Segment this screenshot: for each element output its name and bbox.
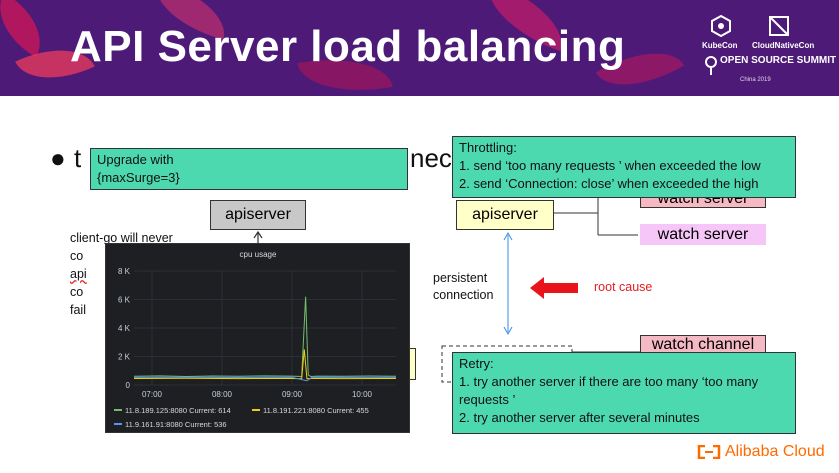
legend-label: 11.8.189.125:8080 Current: 614 xyxy=(125,406,231,415)
china-2019-label: China 2019 xyxy=(740,77,771,83)
x-tick-label: 08:00 xyxy=(212,390,233,399)
upgrade-note-line: {maxSurge=3} xyxy=(97,170,180,185)
alibaba-cloud-logo-icon xyxy=(697,445,721,459)
retry-note: Retry: 1. try another server if there ar… xyxy=(452,352,796,434)
x-tick-label: 10:00 xyxy=(352,390,373,399)
throttling-title: Throttling: xyxy=(459,140,517,155)
bullet-text-fragment: nec xyxy=(410,143,452,173)
throttling-note: Throttling: 1. send ‘too many requests ’… xyxy=(452,136,796,198)
arrow-up-icon xyxy=(253,230,263,244)
x-tick-label: 09:00 xyxy=(282,390,303,399)
y-tick-label: 8 K xyxy=(118,267,131,276)
bullet-text-fragment: t xyxy=(74,143,82,173)
kubecon-label: KubeCon xyxy=(702,41,738,50)
kubecon-logo-icon xyxy=(711,15,731,37)
series-line xyxy=(133,349,397,380)
alibaba-cloud-label: Alibaba Cloud xyxy=(725,443,825,460)
apiserver-right-box: apiserver xyxy=(456,200,554,230)
client-go-text: client-go will never xyxy=(70,231,173,245)
watch-server-box: watch server xyxy=(640,224,766,245)
retry-rule: 2. try another server after several minu… xyxy=(459,410,700,425)
chart-title: cpu usage xyxy=(240,250,277,259)
leaf-decoration xyxy=(0,0,56,58)
legend-label: 11.9.161.91:8080 Current: 536 xyxy=(125,420,227,429)
series-line xyxy=(133,376,397,382)
retry-rule: requests ’ xyxy=(459,392,516,407)
persistent-connection-label: connection xyxy=(433,288,494,302)
y-tick-label: 2 K xyxy=(118,353,131,362)
client-go-text: fail xyxy=(70,303,86,317)
cloudnativecon-logo-icon xyxy=(769,16,789,36)
client-go-text: co xyxy=(70,285,84,299)
cpu-usage-chart: cpu usage 8 K 6 K 4 K 2 K 0 07:00 08:00 09:00 10… xyxy=(105,243,410,433)
client-go-text: api xyxy=(70,267,87,281)
throttling-rule: 1. send ‘too many requests ’ when exceed… xyxy=(459,158,761,173)
left-arrow-icon xyxy=(530,277,578,299)
x-tick-label: 07:00 xyxy=(142,390,163,399)
upgrade-note: Upgrade with {maxSurge=3} xyxy=(90,148,408,190)
oss-label: OPEN SOURCE SUMMIT xyxy=(720,55,837,66)
bullet-marker: ● xyxy=(50,143,66,173)
series-line xyxy=(133,296,397,377)
root-cause-label: root cause xyxy=(594,280,653,294)
legend-label: 11.8.191.221:8080 Current: 455 xyxy=(263,406,369,415)
cpu-usage-chart-svg: cpu usage 8 K 6 K 4 K 2 K 0 07:00 08:00 09:00 10… xyxy=(114,250,397,429)
upgrade-note-line: Upgrade with xyxy=(97,152,174,167)
apiserver-left-box: apiserver xyxy=(210,200,306,230)
throttling-rule: 2. send ‘Connection: close’ when exceede… xyxy=(459,176,759,191)
persistent-connection-label: persistent xyxy=(433,271,488,285)
header-banner xyxy=(0,0,839,96)
y-tick-label: 4 K xyxy=(118,324,131,333)
y-tick-label: 6 K xyxy=(118,296,131,305)
oss-logo-icon xyxy=(705,56,717,75)
y-tick-label: 0 xyxy=(126,381,131,390)
slide-title: API Server load balancing xyxy=(70,22,626,71)
retry-title: Retry: xyxy=(459,356,494,371)
client-go-text: co xyxy=(70,249,84,263)
cloudnativecon-label: CloudNativeCon xyxy=(752,41,815,50)
retry-rule: 1. try another server if there are too m… xyxy=(459,374,759,389)
